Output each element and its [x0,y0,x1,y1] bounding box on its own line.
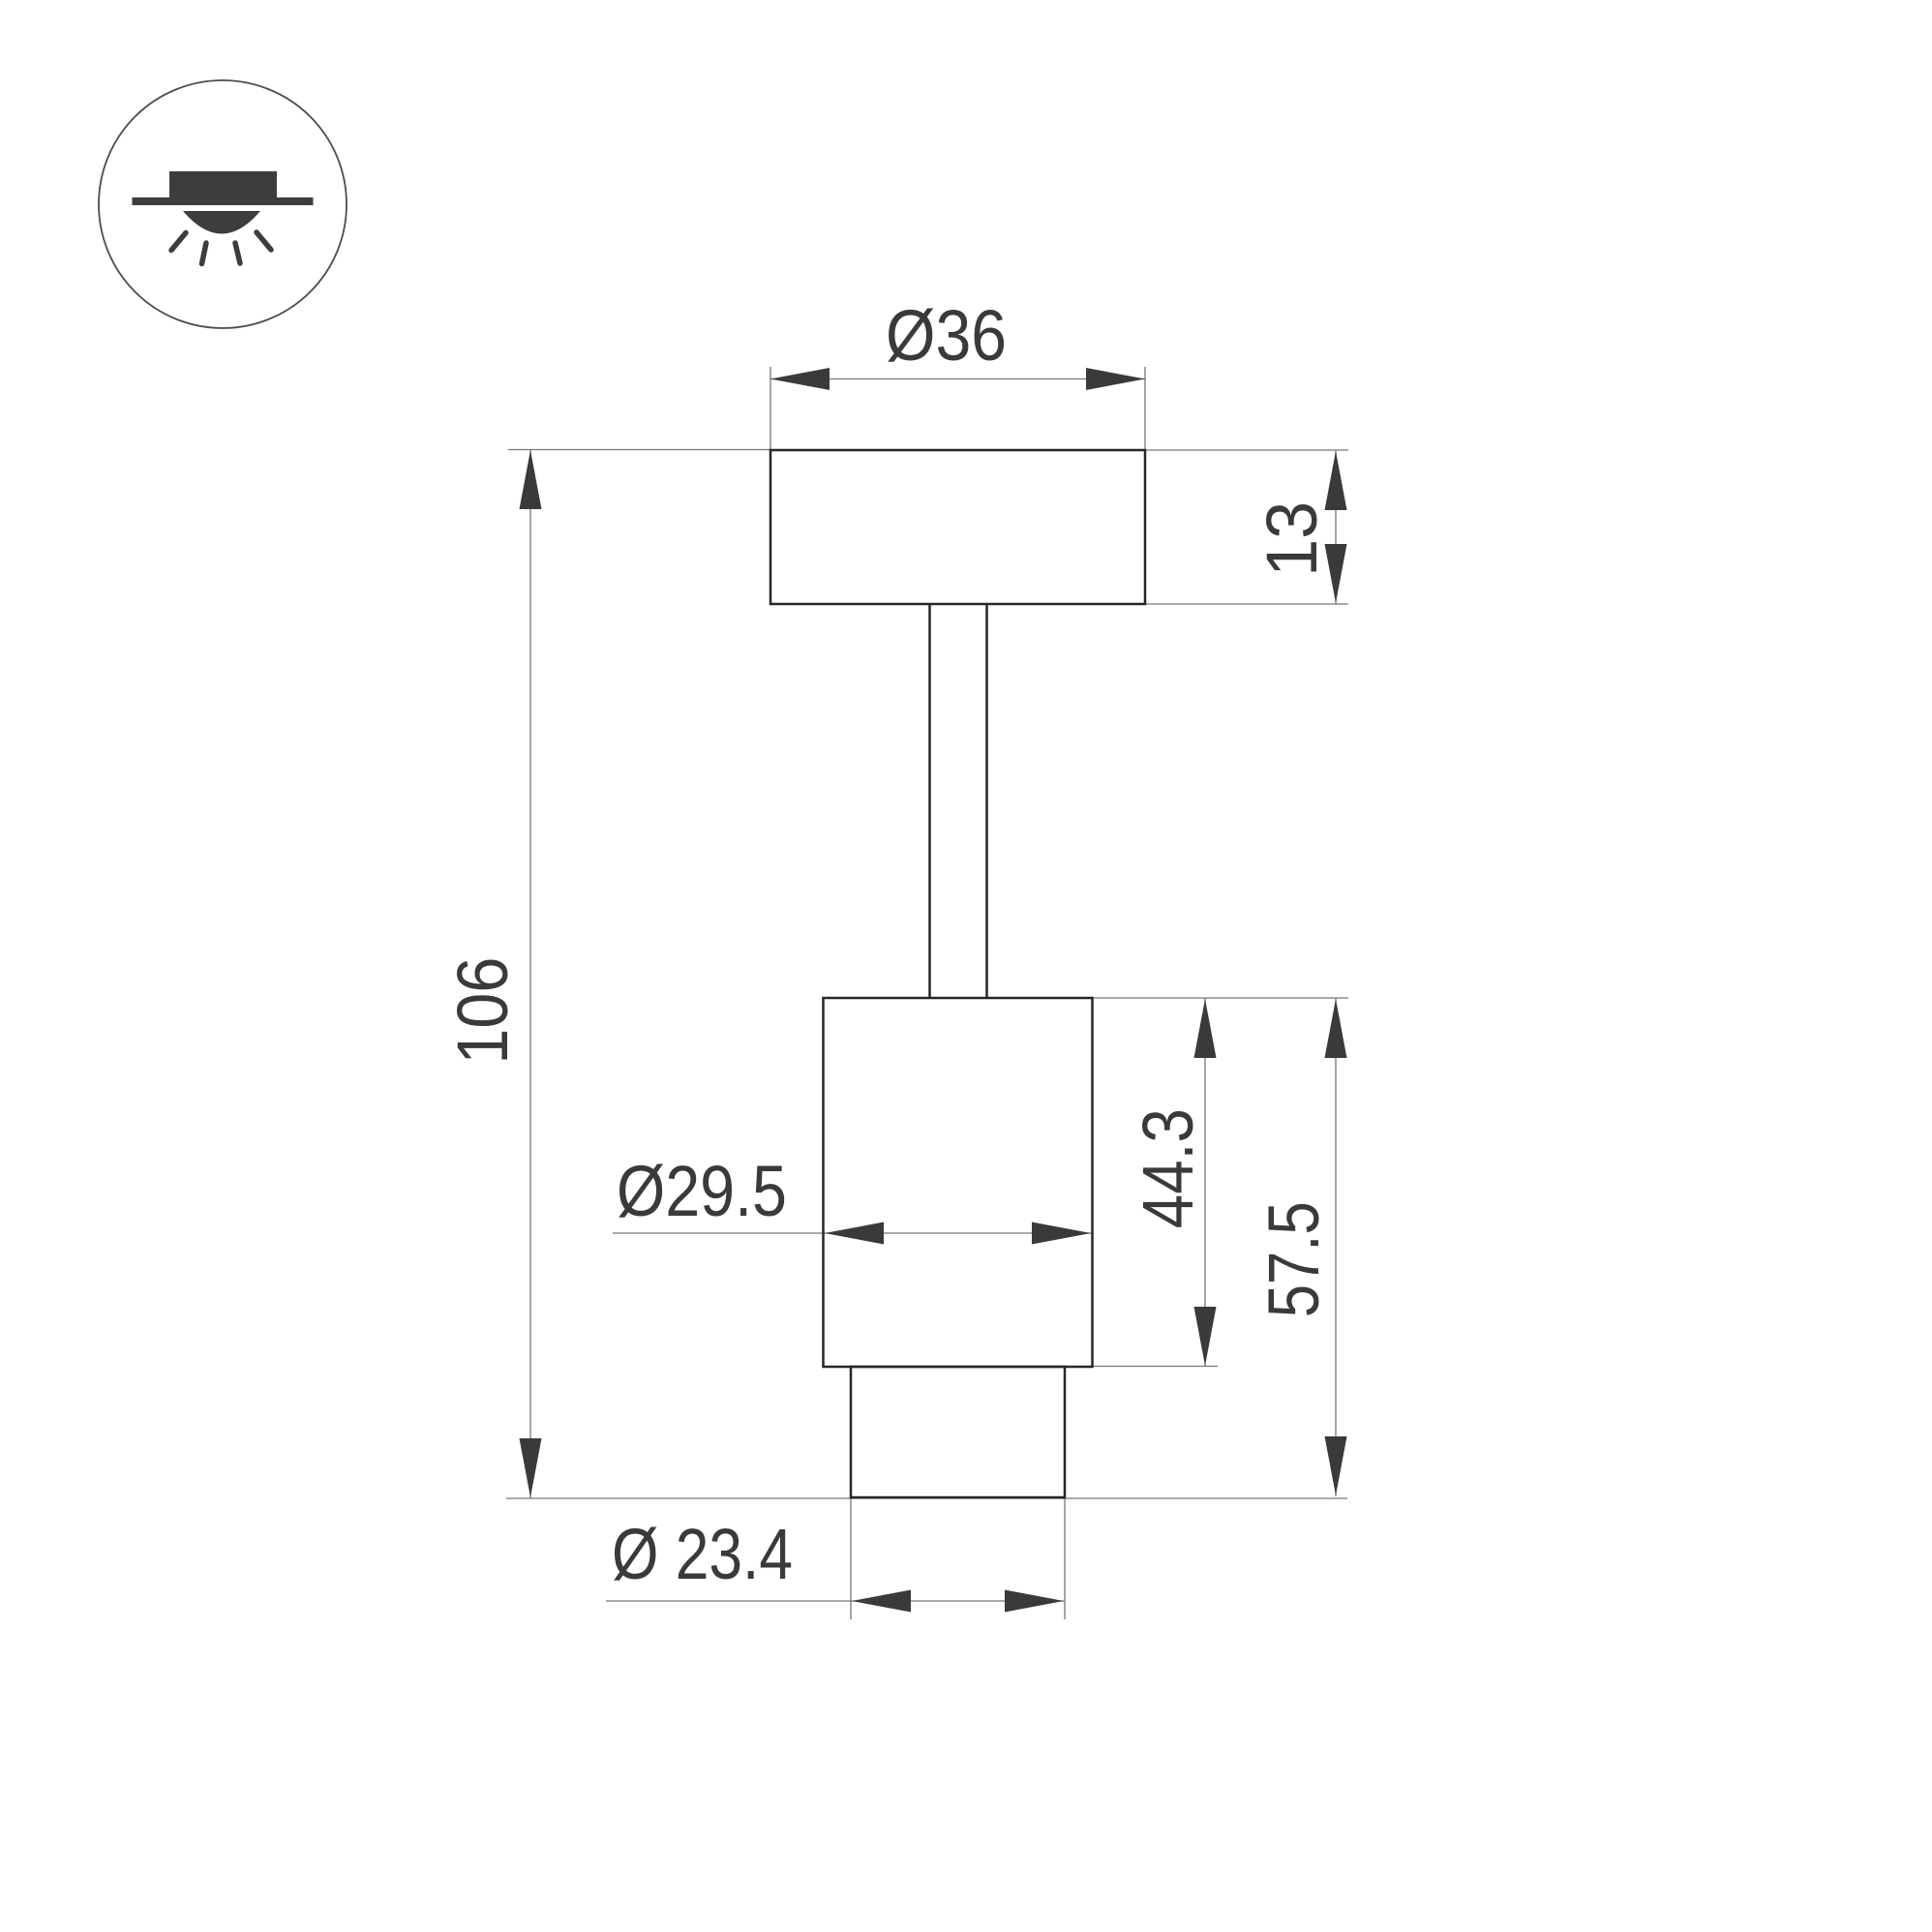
svg-text:Ø36: Ø36 [886,295,1007,376]
svg-text:13: 13 [1252,501,1332,577]
svg-text:44.3: 44.3 [1128,1108,1208,1228]
svg-text:57.5: 57.5 [1253,1201,1334,1317]
svg-text:Ø29.5: Ø29.5 [617,1151,787,1231]
svg-text:Ø 23.4: Ø 23.4 [612,1514,793,1594]
svg-text:106: 106 [442,957,523,1065]
